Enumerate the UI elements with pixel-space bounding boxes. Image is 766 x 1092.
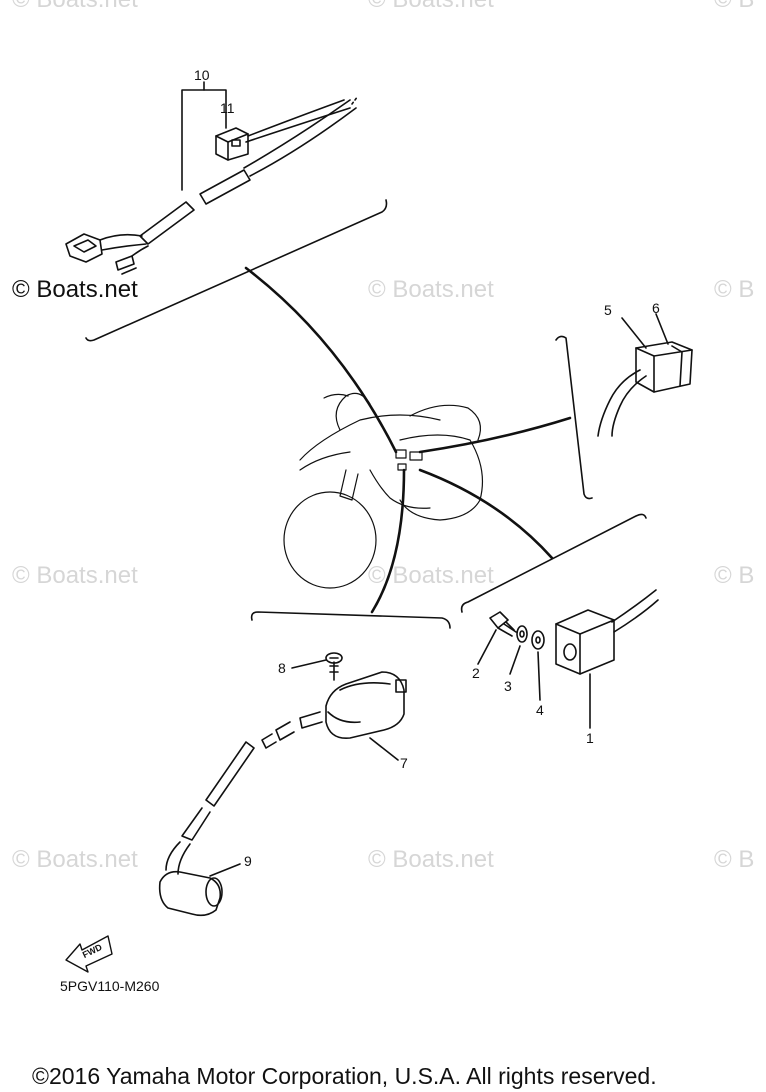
- callout-7: 7: [400, 755, 408, 771]
- callout-6: 6: [652, 300, 660, 316]
- callout-2: 2: [472, 665, 480, 681]
- relay-assembly: [555, 313, 693, 500]
- watermark: © B: [714, 846, 755, 873]
- watermark: © Boats.net: [12, 0, 138, 14]
- watermark: © Boats.net: [368, 562, 494, 589]
- ignition-coil-assembly: [158, 611, 451, 917]
- watermark-dark: © Boats.net: [12, 276, 138, 303]
- watermark: © Boats.net: [368, 846, 494, 873]
- callout-5: 5: [604, 302, 612, 318]
- watermark: © B: [714, 0, 754, 14]
- callout-3: 3: [504, 678, 512, 694]
- watermark: © B: [714, 276, 755, 303]
- cdi-unit: [460, 513, 659, 729]
- copyright-notice: ©2016 Yamaha Motor Corporation, U.S.A. A…: [32, 1063, 657, 1089]
- callout-9: 9: [244, 853, 252, 869]
- motorcycle-outline: [283, 392, 484, 589]
- watermark: © Boats.net: [368, 0, 494, 14]
- callout-8: 8: [278, 660, 286, 676]
- watermark: © Boats.net: [368, 276, 494, 303]
- watermark: © B: [714, 562, 755, 589]
- fwd-arrow-icon: [65, 935, 113, 973]
- callout-10: 10: [194, 67, 210, 83]
- watermark: © Boats.net: [12, 846, 138, 873]
- callout-11: 11: [220, 100, 235, 116]
- diagram-code: 5PGV110-M260: [60, 978, 160, 994]
- callout-4: 4: [536, 702, 544, 718]
- wire-harness: [65, 81, 388, 342]
- callout-1: 1: [586, 730, 594, 746]
- leader-lines: [244, 266, 572, 614]
- watermark: © Boats.net: [12, 562, 138, 589]
